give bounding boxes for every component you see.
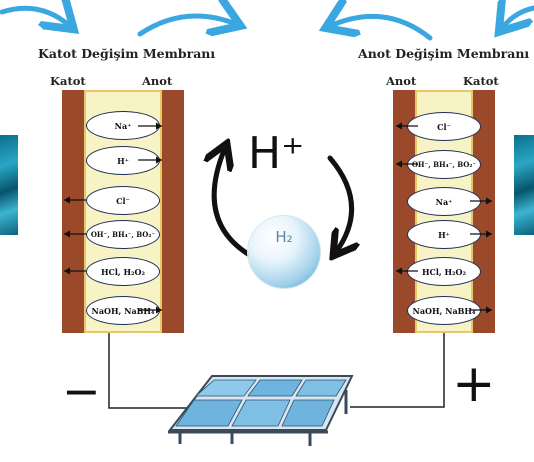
left-cathode-label: Katot — [50, 74, 86, 88]
wire-positive — [350, 333, 445, 408]
right-ion-3: Na⁺ — [407, 187, 481, 216]
bubble-label: H₂ — [275, 228, 293, 246]
left-anode-electrode — [162, 90, 184, 333]
left-anode-label: Anot — [142, 74, 173, 88]
left-ion-4: OH⁻, BH₄⁻, BO₂⁻ — [86, 220, 160, 249]
right-membrane-title: Anot Değişim Membranı — [358, 46, 530, 61]
right-cathode-label: Katot — [463, 74, 499, 88]
arrow-up-left-icon — [330, 16, 433, 41]
cycle-arrow-icon — [327, 155, 352, 252]
right-ion-2: OH⁻, BH₄⁻, BO₂⁻ — [407, 150, 481, 179]
cycle-arrow-icon — [214, 148, 251, 257]
wire-negative — [108, 333, 188, 409]
positive-terminal-sign: + — [452, 354, 496, 414]
right-ion-1: Cl⁻ — [407, 112, 481, 141]
center-hplus-label: H⁺ — [248, 128, 305, 179]
arrow-up-right-icon — [137, 16, 236, 34]
arrow-up-right-icon — [0, 8, 70, 26]
negative-terminal-sign: − — [62, 364, 101, 418]
hydrogen-bubble-icon: H₂ — [248, 216, 320, 288]
left-ion-5: HCl, H₂O₂ — [86, 257, 160, 286]
left-membrane-title: Katot Değişim Membranı — [38, 46, 216, 61]
arrow-up-left-icon — [502, 8, 534, 28]
left-ion-3: Cl⁻ — [86, 186, 160, 215]
water-icon — [514, 135, 534, 235]
water-icon — [0, 135, 18, 235]
right-ion-6: NaOH, NaBH₄ — [407, 296, 481, 325]
right-anode-label: Anot — [386, 74, 417, 88]
right-ion-4: H⁺ — [407, 220, 481, 249]
